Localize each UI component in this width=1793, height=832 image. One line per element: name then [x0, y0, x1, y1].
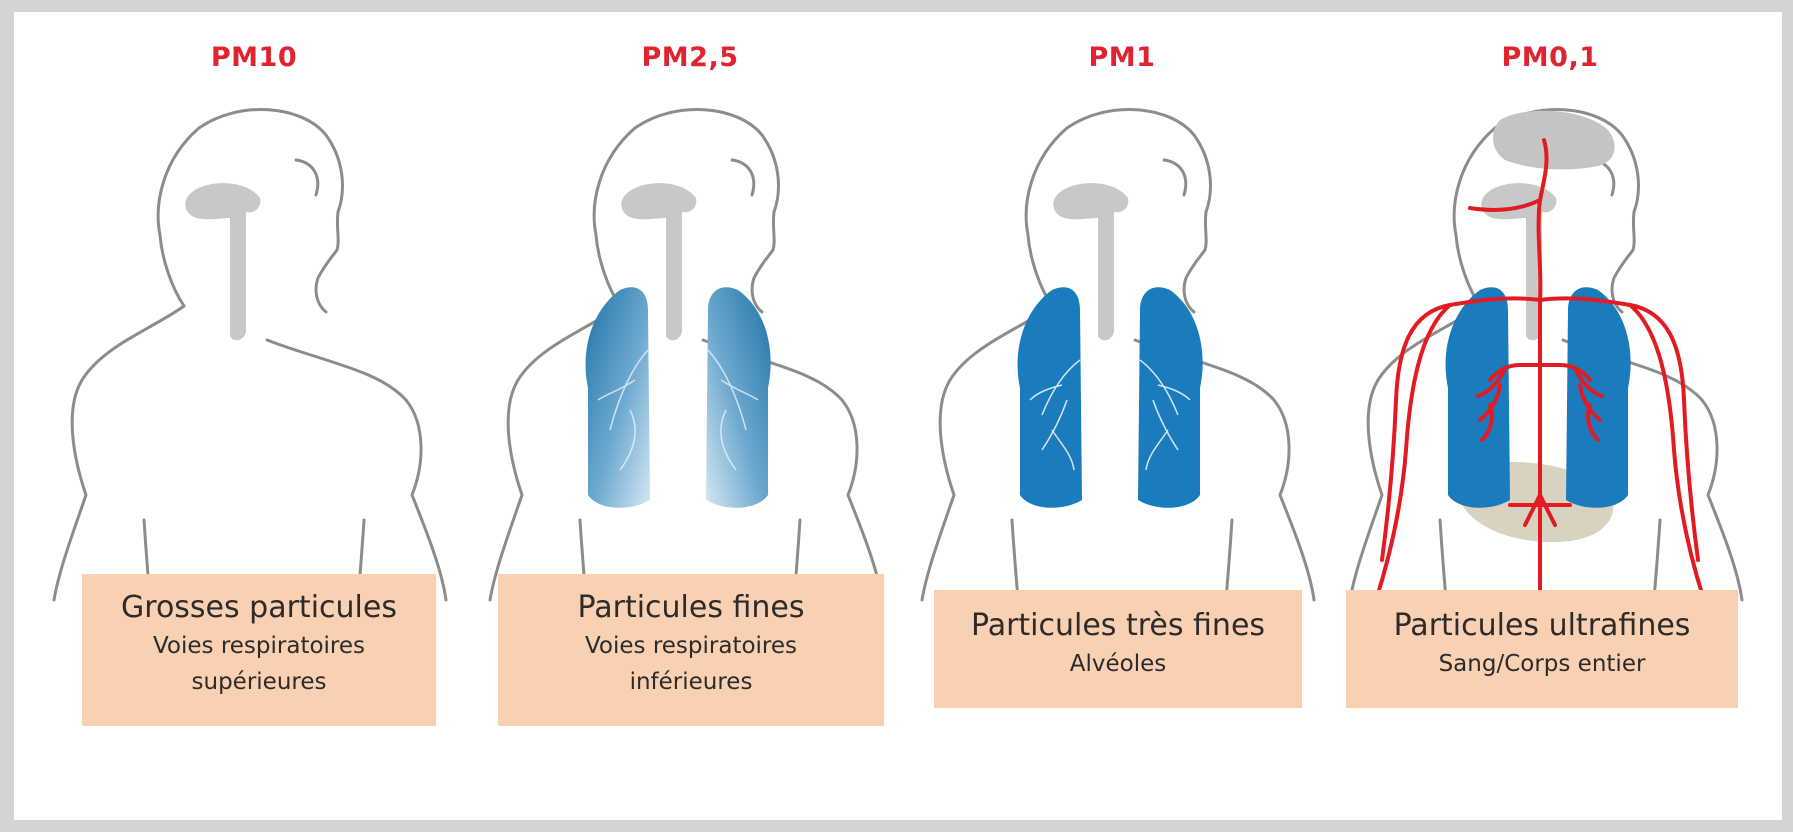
panel-title: PM0,1	[1330, 42, 1770, 73]
label-sub-line-1: Sang/Corps entier	[1346, 646, 1738, 682]
label-box: Particules ultrafines Sang/Corps entier	[1346, 590, 1738, 708]
body-figure	[1330, 100, 1770, 640]
label-sub-line-2: supérieures	[82, 664, 436, 700]
label-title: Particules fines	[498, 588, 884, 628]
panel-title: PM1	[902, 42, 1342, 73]
label-sub-line-2: inférieures	[498, 664, 884, 700]
label-title: Particules très fines	[934, 606, 1302, 646]
panel-pm0-1: PM0,1	[1330, 12, 1770, 820]
label-box: Grosses particules Voies respiratoires s…	[82, 574, 436, 726]
label-box: Particules fines Voies respiratoires inf…	[498, 574, 884, 726]
body-outline	[490, 110, 882, 620]
body-figure	[470, 100, 910, 640]
brain	[1493, 111, 1615, 170]
panel-pm1: PM1	[902, 12, 1342, 820]
panel-title: PM2,5	[470, 42, 910, 73]
airway	[185, 183, 260, 340]
label-title: Grosses particules	[82, 588, 436, 628]
label-sub-line-1: Voies respiratoires	[82, 628, 436, 664]
body-figure	[902, 100, 1342, 640]
label-box: Particules très fines Alvéoles	[934, 590, 1302, 708]
label-title: Particules ultrafines	[1346, 606, 1738, 646]
panel-title: PM10	[34, 42, 474, 73]
panel-pm10: PM10 Grosses particules Voies respiratoi…	[34, 12, 474, 820]
label-sub-line-1: Alvéoles	[934, 646, 1302, 682]
diagram-canvas: PM10 Grosses particules Voies respiratoi…	[14, 12, 1782, 820]
blood-vessels	[1376, 140, 1704, 620]
body-outline	[922, 110, 1314, 620]
label-sub-line-1: Voies respiratoires	[498, 628, 884, 664]
panel-pm2-5: PM2,5	[470, 12, 910, 820]
body-outline	[54, 110, 446, 620]
body-figure	[34, 100, 474, 640]
